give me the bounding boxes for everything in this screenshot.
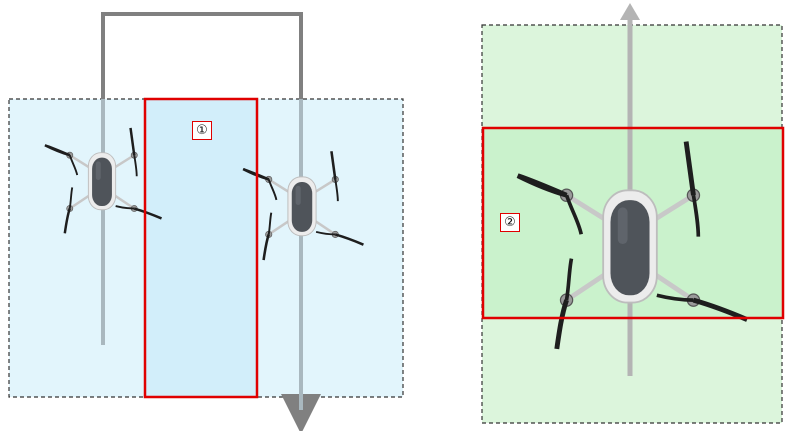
overlap-region-1-fill (145, 99, 257, 397)
overlap-region-2-outline (481, 126, 785, 320)
overlap-label-1: ① (192, 121, 212, 140)
overlap-region-1-outline (143, 97, 259, 399)
forward-arrow-head (620, 3, 640, 20)
overlap-label-2: ② (500, 213, 520, 232)
